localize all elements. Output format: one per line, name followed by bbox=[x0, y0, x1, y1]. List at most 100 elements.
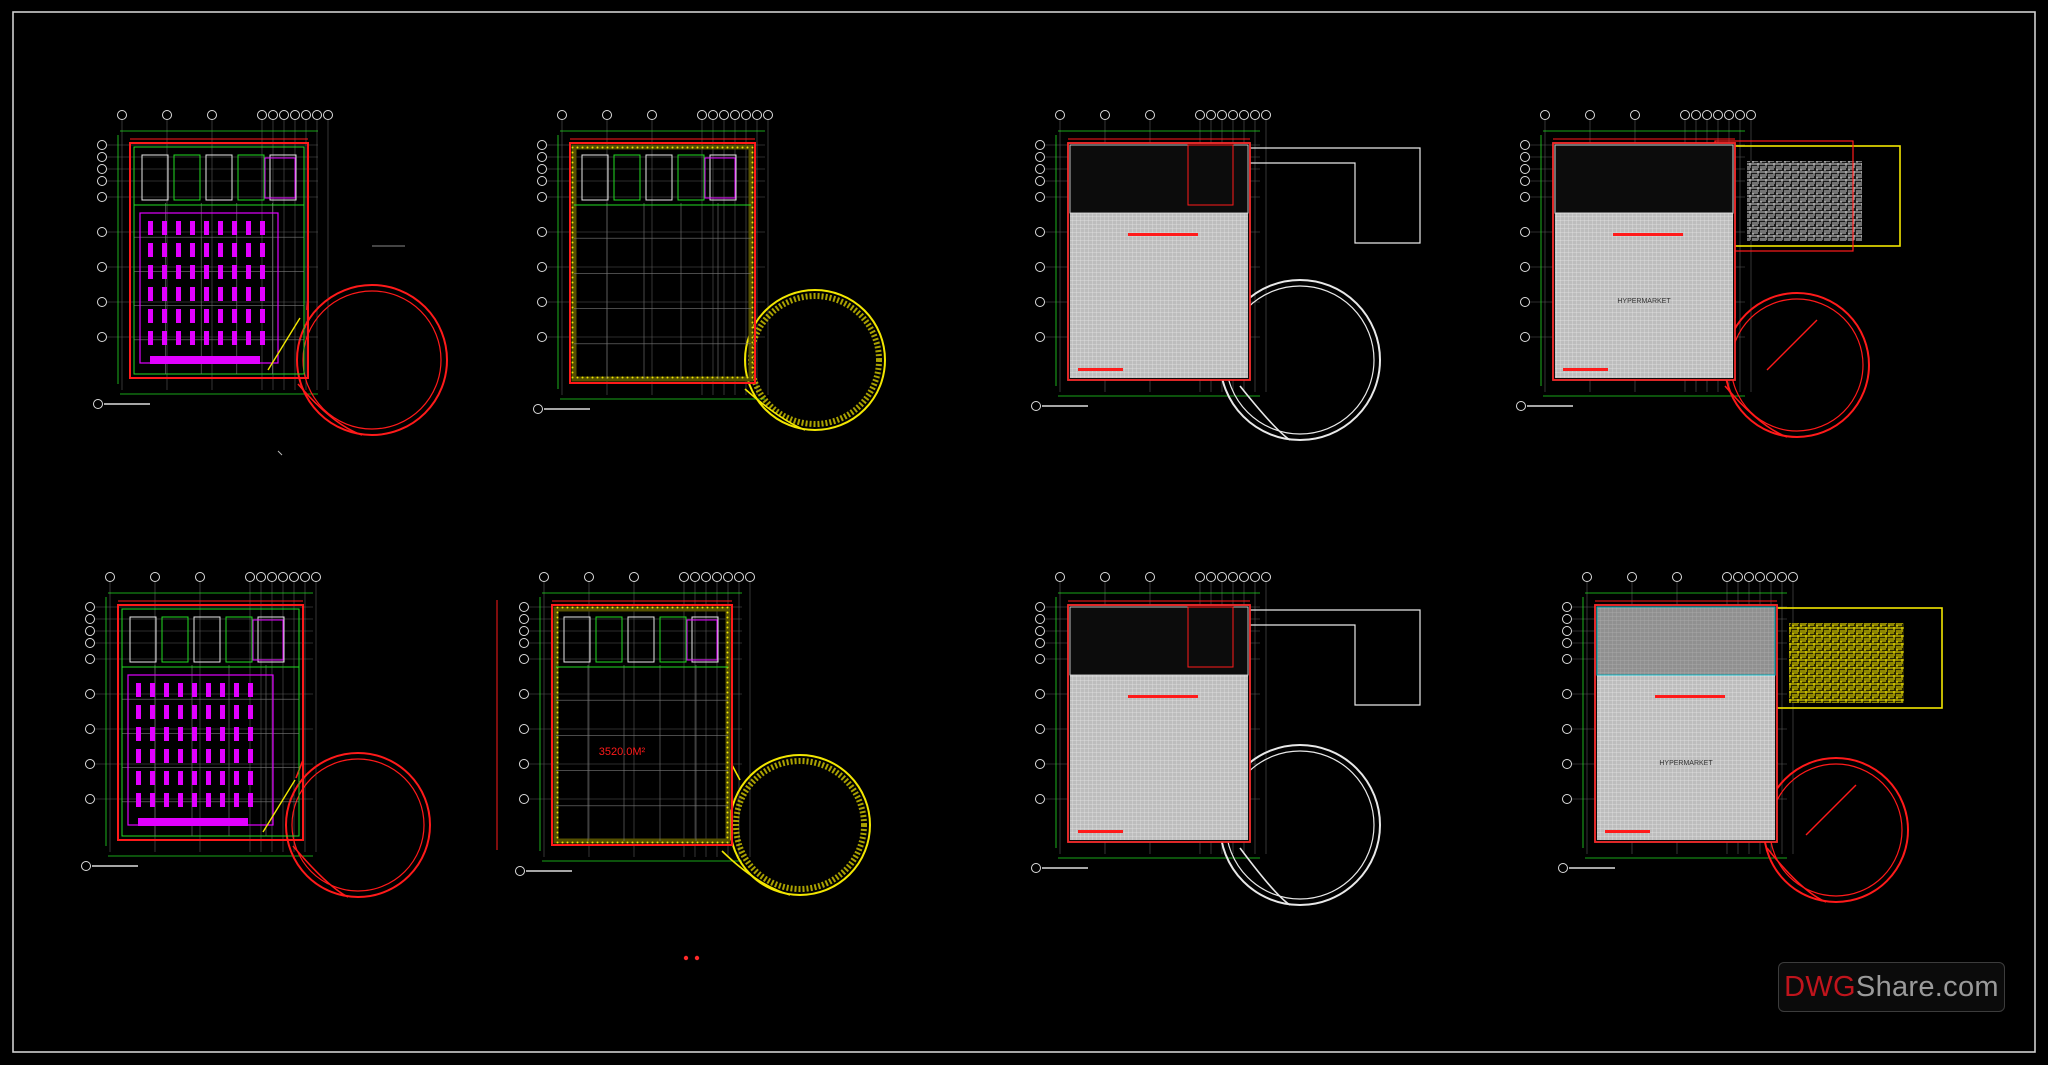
seat-row bbox=[162, 309, 167, 323]
plan-4: HYPERMARKET bbox=[1516, 110, 1901, 438]
grid-bubble bbox=[1195, 572, 1205, 582]
seat-row bbox=[220, 771, 225, 785]
seat-row bbox=[190, 265, 195, 279]
sheet-border bbox=[12, 11, 2036, 1053]
plan-3 bbox=[1031, 110, 1421, 441]
seat-row bbox=[260, 287, 265, 301]
building: HYPERMARKET bbox=[1594, 604, 1778, 843]
red-bar bbox=[1655, 695, 1725, 698]
spacer bbox=[280, 817, 281, 818]
grid-bubble bbox=[730, 110, 740, 120]
grid-bubble bbox=[1055, 110, 1065, 120]
building-wall bbox=[1552, 142, 1736, 381]
grid-bubble bbox=[1055, 572, 1065, 582]
seat-row bbox=[246, 265, 251, 279]
spacer bbox=[724, 817, 725, 818]
upper-zone bbox=[1554, 144, 1734, 214]
wing-connector bbox=[1239, 847, 1291, 906]
seat-row bbox=[204, 331, 209, 345]
grid-bubble bbox=[1733, 572, 1743, 582]
grid-bubble bbox=[763, 110, 773, 120]
grid-bubble bbox=[1680, 110, 1690, 120]
grid-bubble bbox=[1724, 110, 1734, 120]
plan-2 bbox=[533, 110, 886, 431]
seat-row bbox=[176, 221, 181, 235]
seat-row bbox=[176, 287, 181, 301]
seat-row bbox=[192, 727, 197, 741]
grid-bubble bbox=[1672, 572, 1682, 582]
wing-connector bbox=[721, 850, 791, 896]
grid-bubble bbox=[97, 140, 107, 150]
core-room bbox=[659, 616, 687, 663]
stair-core bbox=[1187, 606, 1234, 668]
area-label: 3520.0M² bbox=[599, 746, 646, 758]
building-wall bbox=[1594, 604, 1778, 843]
grid-bubble bbox=[97, 176, 107, 186]
grid-bubble bbox=[97, 262, 107, 272]
grid-bubble bbox=[279, 110, 289, 120]
seat-row bbox=[162, 265, 167, 279]
seat-row bbox=[260, 243, 265, 257]
grid-bubble bbox=[745, 572, 755, 582]
title-bubble bbox=[1031, 401, 1041, 411]
stray-mark bbox=[277, 450, 283, 456]
wing-connector bbox=[744, 388, 806, 431]
grid-bubble bbox=[1713, 110, 1723, 120]
grid-bubble bbox=[1755, 572, 1765, 582]
building-wall bbox=[1067, 604, 1251, 843]
grid-bubble bbox=[690, 572, 700, 582]
seat-row bbox=[220, 705, 225, 719]
grid-bubble bbox=[1702, 110, 1712, 120]
grid-bubble bbox=[1035, 614, 1045, 624]
title-bubble bbox=[81, 861, 91, 871]
inner-wall bbox=[121, 608, 300, 837]
grid-bubble bbox=[1035, 638, 1045, 648]
grid-bubble bbox=[1562, 689, 1572, 699]
plan-8: HYPERMARKET bbox=[1558, 572, 1943, 903]
wing-outer-arc bbox=[296, 284, 448, 436]
grid-bubble bbox=[741, 110, 751, 120]
inner-wall bbox=[133, 146, 305, 375]
grid-bubble bbox=[1250, 572, 1260, 582]
grid-bubble bbox=[1520, 297, 1530, 307]
seat-row bbox=[190, 243, 195, 257]
seat-row bbox=[234, 705, 239, 719]
grid-bubble bbox=[1585, 110, 1595, 120]
grid-bubble bbox=[1777, 572, 1787, 582]
grid-bubble bbox=[162, 110, 172, 120]
inner-wall bbox=[571, 144, 754, 382]
seat-row bbox=[218, 287, 223, 301]
seat-row bbox=[190, 309, 195, 323]
core-room bbox=[613, 154, 641, 201]
grid-bubble bbox=[97, 227, 107, 237]
grid-bubble bbox=[85, 759, 95, 769]
seat-row bbox=[232, 265, 237, 279]
grid-bubble bbox=[245, 572, 255, 582]
wing-connector bbox=[731, 764, 741, 781]
grid-bubble bbox=[207, 110, 217, 120]
seat-row bbox=[218, 243, 223, 257]
grid-bubble bbox=[85, 724, 95, 734]
seat-row bbox=[178, 793, 183, 807]
seat-row bbox=[164, 793, 169, 807]
grid-bubble bbox=[1217, 110, 1227, 120]
grid-bubble bbox=[1691, 110, 1701, 120]
seat-row bbox=[136, 793, 141, 807]
title-bubble bbox=[1516, 401, 1526, 411]
grid-bubble bbox=[1035, 176, 1045, 186]
grid-bubble bbox=[1100, 572, 1110, 582]
grid-bubble bbox=[85, 654, 95, 664]
grid-bubble bbox=[256, 572, 266, 582]
grid-bubble bbox=[1035, 164, 1045, 174]
seat-row bbox=[260, 309, 265, 323]
grid-bubble bbox=[1035, 332, 1045, 342]
core-room bbox=[581, 154, 609, 201]
seat-row bbox=[164, 749, 169, 763]
grid-bubble bbox=[1035, 759, 1045, 769]
seat-row bbox=[232, 331, 237, 345]
seat-row bbox=[204, 221, 209, 235]
stair bbox=[704, 157, 736, 199]
grid-bubble bbox=[267, 572, 277, 582]
core-room bbox=[141, 154, 169, 201]
wing-outer-arc bbox=[285, 752, 431, 898]
